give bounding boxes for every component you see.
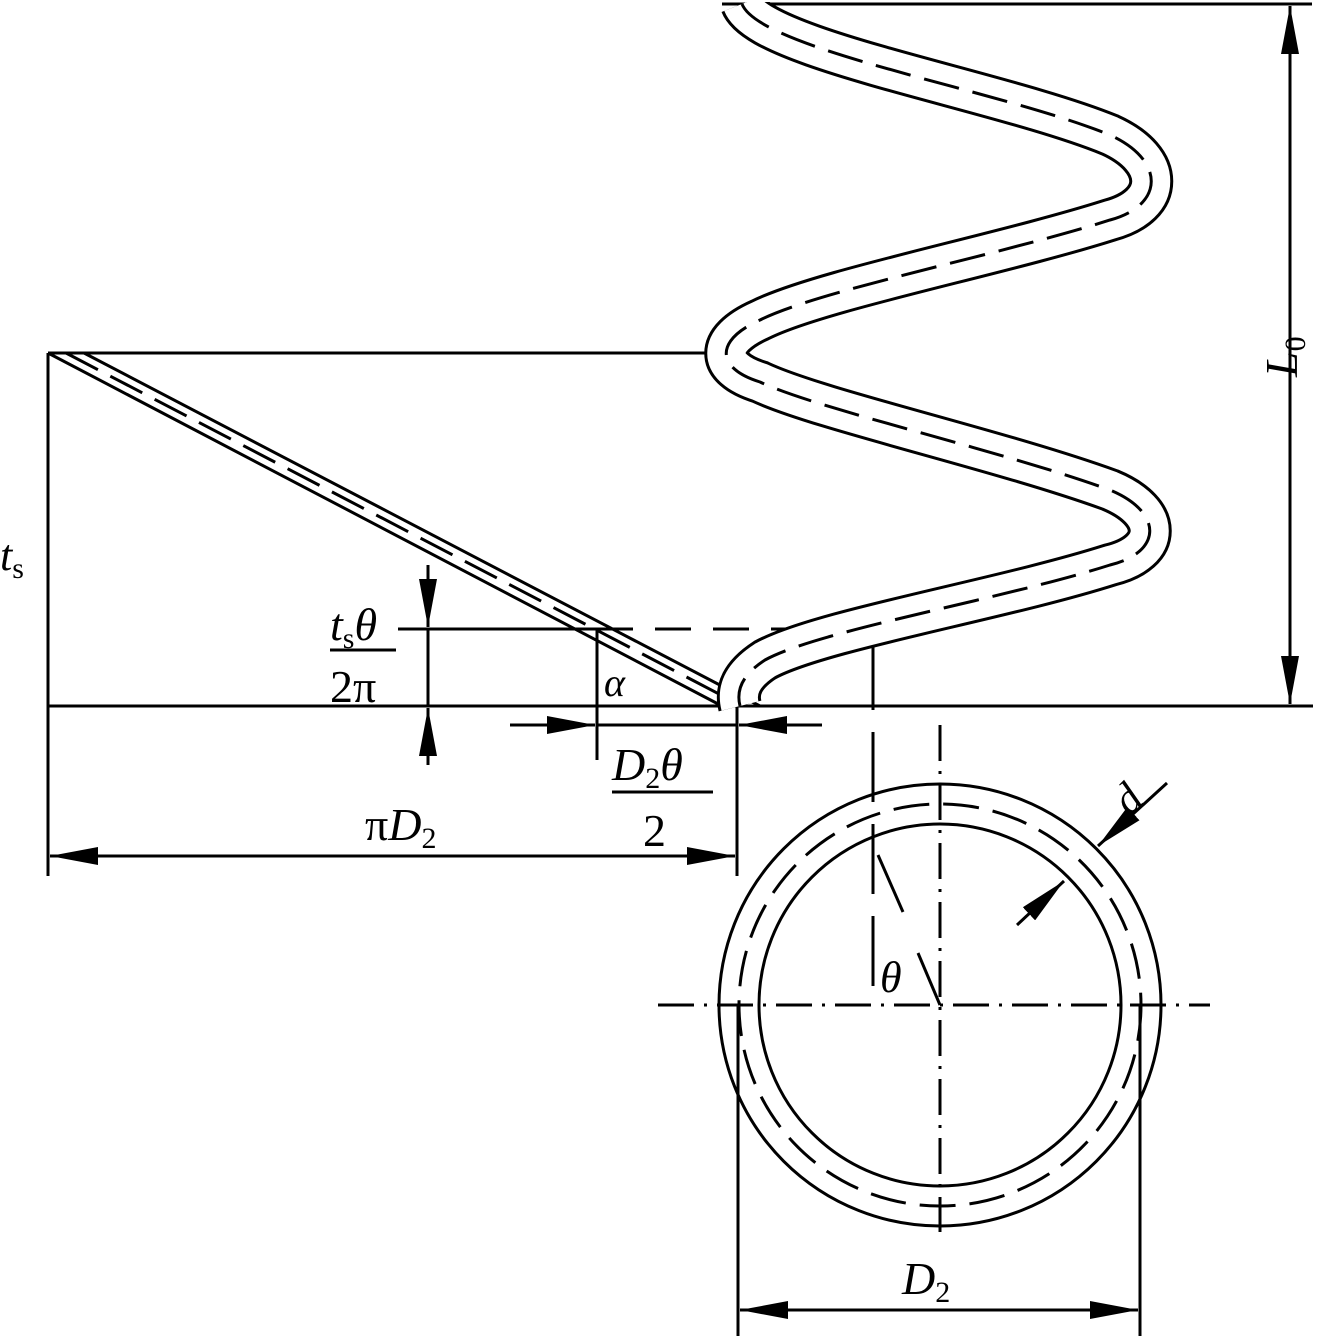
label-theta: θ [880, 953, 902, 1002]
label-ts: ts [0, 531, 24, 585]
label-d2-theta-numerator: D2θ [611, 739, 683, 795]
spring-side-view [700, 0, 1174, 712]
label-d2: D2 [901, 1253, 950, 1309]
label-l0: L0 [1256, 336, 1312, 378]
label-pi-d2: πD2 [365, 799, 436, 855]
dimension-d [1015, 781, 1169, 927]
label-two-pi: 2π [330, 661, 376, 712]
label-alpha: α [604, 660, 626, 705]
unwrapped-coil-strip [47, 351, 761, 708]
label-d: d [1102, 773, 1153, 824]
dimension-d2 [736, 1005, 1142, 1336]
label-ts-theta-numerator: tsθ [330, 599, 377, 655]
label-two: 2 [643, 805, 666, 856]
